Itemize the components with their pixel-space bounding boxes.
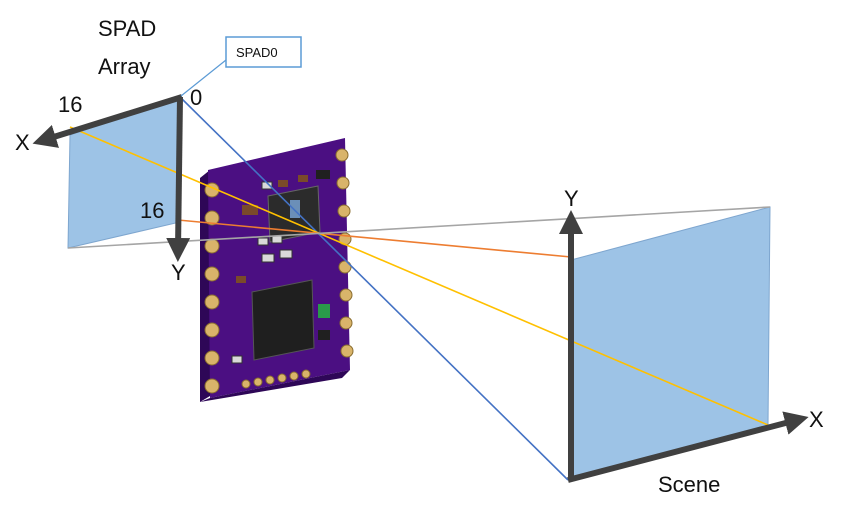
array-x-max-label: 16 [58, 92, 82, 117]
ray-blue-spad0-to-scene-origin [179, 96, 569, 481]
spad0-callout-box [225, 36, 302, 68]
sensor-board [200, 138, 354, 402]
array-x-axis-label: X [15, 130, 30, 155]
array-y-max-label: 16 [140, 198, 164, 223]
pcb-left-pads [204, 182, 220, 394]
array-y-axis-arrow [166, 96, 191, 262]
pcb-bottom-pads [241, 369, 311, 389]
pcb-bottom-edge [200, 370, 350, 402]
scene-label: Scene [658, 472, 720, 497]
scene-x-axis-arrow [567, 411, 809, 483]
spad-array-title-line2: Array [98, 54, 151, 79]
ray-orange-y16-corner [177, 219, 572, 258]
scene-plane [570, 206, 771, 481]
ray-yellow-x16-corner [69, 126, 769, 426]
microcontroller-chip [251, 279, 315, 361]
spad-array-title-line1: SPAD [98, 16, 156, 41]
scene-x-axis-label: X [809, 407, 824, 432]
array-origin-label: 0 [190, 85, 202, 110]
sensor-window [290, 200, 300, 218]
array-y-axis-label: Y [171, 260, 186, 285]
spad-array-plane [67, 96, 181, 249]
scene-y-axis-label: Y [564, 186, 579, 211]
spad0-callout-leader [180, 59, 227, 97]
pcb-side-edge [200, 170, 210, 402]
spad0-callout-label: SPAD0 [236, 45, 278, 60]
array-x-axis-arrow [32, 94, 183, 148]
